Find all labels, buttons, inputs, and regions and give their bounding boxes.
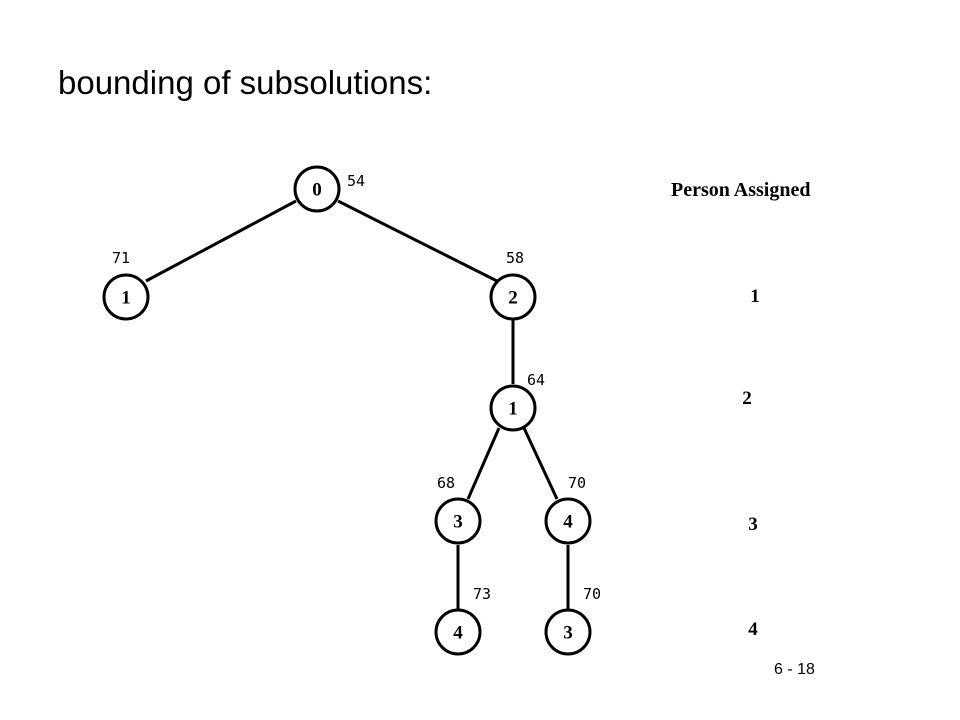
node-label: 1 [121,288,131,309]
node-circle [434,497,482,545]
node-circle [544,497,592,545]
node-circle [544,608,592,656]
node-bound: 54 [347,172,365,190]
edge-2-1-to-4 [522,427,559,500]
node-bound: 70 [568,474,586,492]
tree-node-level3-right: 4 70 [544,474,592,545]
node-bound: 64 [527,371,545,389]
edge-0-to-2 [337,199,498,283]
node-bound: 58 [506,249,524,267]
slide-title: bounding of subsolutions: [58,64,433,101]
edge-0-to-1 [145,199,297,283]
node-label: 3 [563,623,573,644]
tree-node-level3-left: 3 68 [434,474,482,545]
level-number-2: 2 [742,388,752,409]
level-number-1: 1 [750,286,760,307]
tree-node-level4-left: 4 73 [434,585,491,656]
node-label: 0 [312,180,322,201]
tree-node-level4-right: 3 70 [544,585,601,656]
tree-node-level1-right: 2 58 [489,249,537,321]
node-label: 3 [453,512,463,533]
node-label: 4 [563,512,573,533]
node-bound: 70 [583,585,601,603]
node-bound: 68 [437,474,455,492]
node-label: 4 [453,623,463,644]
node-circle [434,608,482,656]
node-bound: 73 [473,585,491,603]
slide-number: 6 - 18 [774,661,815,678]
node-circle [102,273,150,321]
level-number-3: 3 [748,514,758,535]
node-circle [489,273,537,321]
tree-node-level2: 1 64 [489,371,545,432]
node-bound: 71 [112,249,130,267]
node-label: 1 [508,399,518,420]
legend-title: Person Assigned [671,179,811,201]
node-circle [489,384,537,432]
edge-2-1-to-3 [466,427,501,500]
node-label: 2 [508,288,518,309]
node-circle [293,165,341,213]
tree-node-root: 0 54 [293,165,365,213]
tree-edges [145,199,570,609]
tree-node-level1-left: 1 71 [102,249,150,321]
level-number-4: 4 [748,619,758,640]
